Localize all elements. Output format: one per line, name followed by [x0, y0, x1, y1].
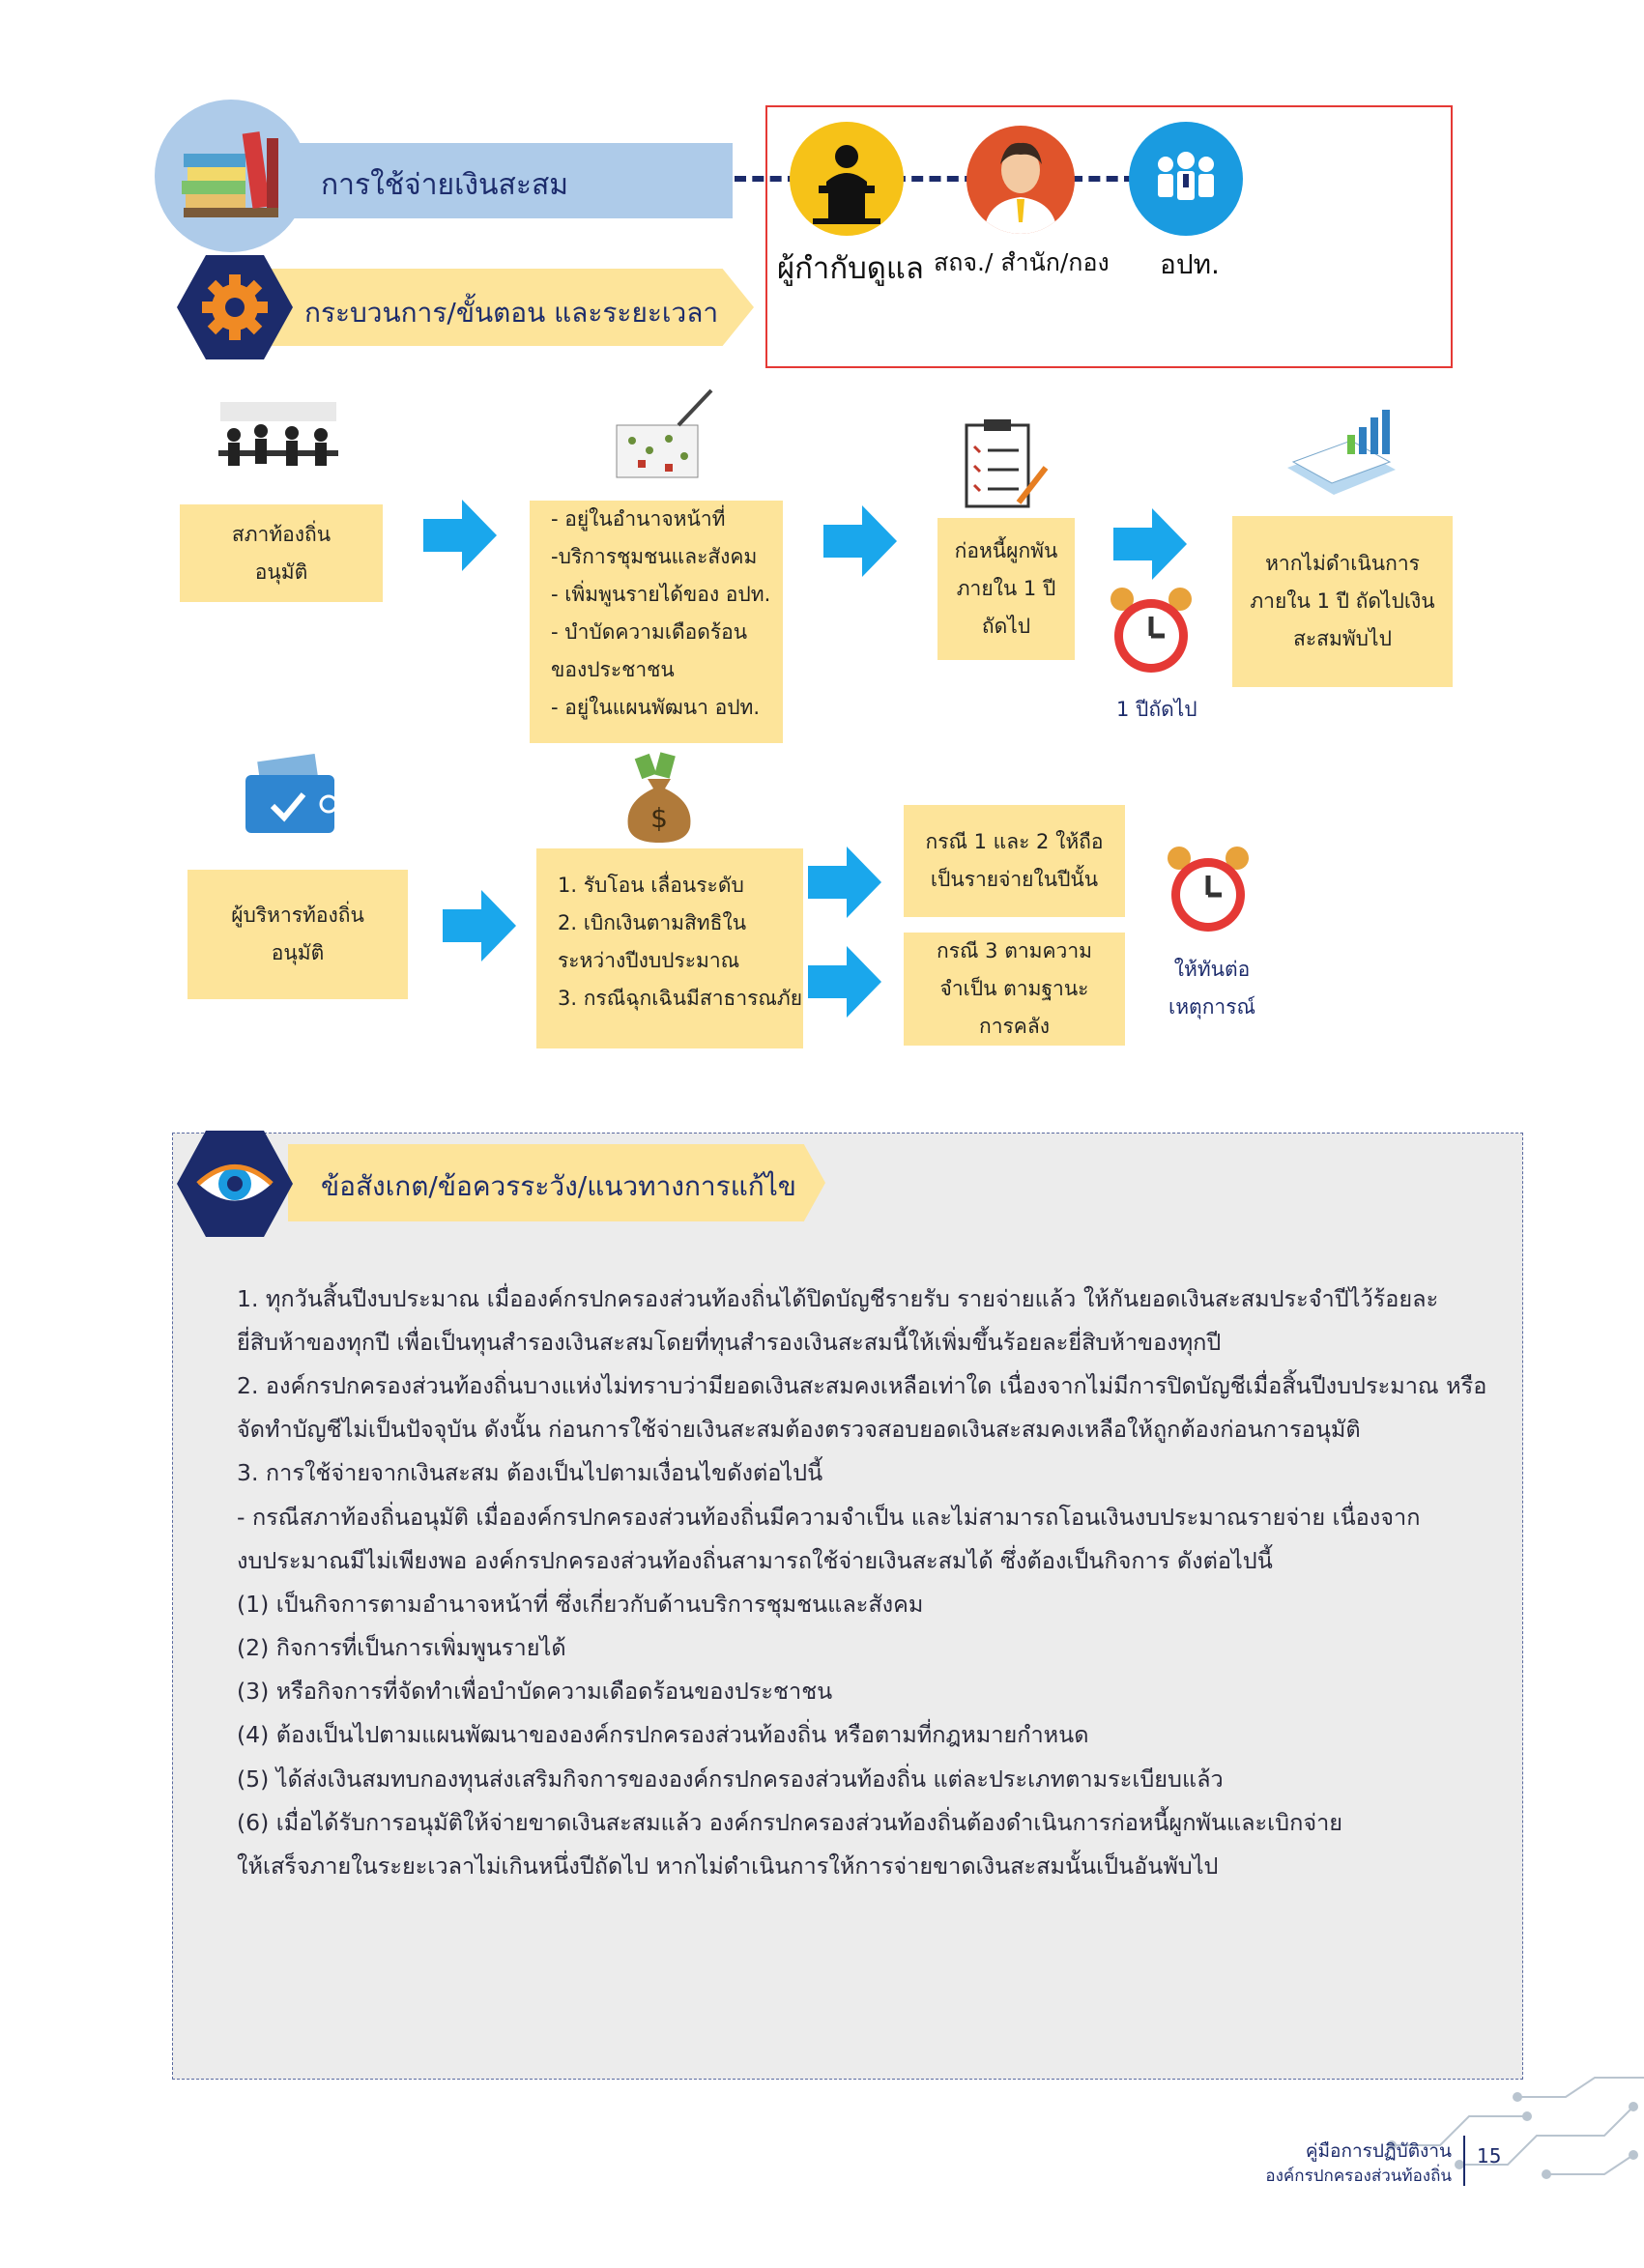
case-1-2-box: กรณี 1 และ 2 ให้ถือเป็นรายจ่ายในปีนั้น [904, 805, 1125, 917]
budget-cases-box: 1. รับโอน เลื่อนระดับ 2. เบิกเงินตามสิทธ… [536, 848, 803, 1048]
supervisor-label: ผู้กำกับดูแล [777, 244, 924, 292]
funds-lapse-box: หากไม่ดำเนินการภายใน 1 ปี ถัดไปเงินสะสมพ… [1232, 516, 1453, 687]
people-group-icon [1129, 122, 1243, 236]
note-line: งบประมาณมีไม่เพียงพอ องค์กรปกครองส่วนท้อ… [237, 1543, 1273, 1579]
footer-divider [1463, 2136, 1465, 2186]
note-line: 3. การใช้จ่ายจากเงินสะสม ต้องเป็นไปตามเง… [237, 1455, 822, 1491]
note-line: (5) ได้ส่งเงินสมทบกองทุนส่งเสริมกิจการขอ… [237, 1762, 1224, 1797]
commitment-deadline-box: ก่อหนี้ผูกพันภายใน 1 ปีถัดไป [937, 518, 1075, 660]
officer-avatar-icon [966, 126, 1075, 234]
council-approval-box: สภาท้องถิ่นอนุมัติ [180, 504, 383, 602]
activity-criteria-box: - อยู่ในอำนาจหน้าที่ -บริการชุมชนและสังค… [530, 501, 783, 743]
arrow-right-icon [808, 946, 881, 1018]
note-line: จัดทำบัญชีไม่เป็นปัจจุบัน ดังนั้น ก่อนกา… [237, 1412, 1361, 1448]
notes-title: ข้อสังเกต/ข้อควรระวัง/แนวทางการแก้ไข [321, 1165, 796, 1208]
wallet-card-icon [240, 754, 346, 843]
alarm-clock-icon [1162, 841, 1255, 941]
footer-manual-title: คู่มือการปฏิบัติงาน [1268, 2137, 1452, 2166]
planning-sketch-icon [611, 387, 717, 487]
note-line: 2. องค์กรปกครองส่วนท้องถิ่นบางแห่งไม่ทรา… [237, 1368, 1486, 1404]
one-year-label: 1 ปีถัดไป [1116, 694, 1197, 726]
svg-text:$: $ [650, 802, 668, 834]
note-line: (6) เมื่อได้รับการอนุมัติให้จ่ายขาดเงินส… [237, 1805, 1342, 1841]
arrow-right-icon [443, 890, 516, 962]
note-line: - กรณีสภาท้องถิ่นอนุมัติ เมื่อองค์กรปกคร… [237, 1500, 1420, 1536]
executive-approval-box: ผู้บริหารท้องถิ่นอนุมัติ [187, 870, 408, 999]
note-line: 1. ทุกวันสิ้นปีงบประมาณ เมื่อองค์กรปกครอ… [237, 1281, 1438, 1317]
case-3-box: กรณี 3 ตามความจำเป็น ตามฐานะการคลัง [904, 933, 1125, 1046]
note-line: (1) เป็นกิจการตามอำนาจหน้าที่ ซึ่งเกี่ยว… [237, 1587, 923, 1622]
alarm-clock-icon [1105, 582, 1197, 682]
eye-icon [177, 1131, 293, 1241]
note-line: (2) กิจการที่เป็นการเพิ่มพูนรายได้ [237, 1630, 566, 1666]
main-title: การใช้จ่ายเงินสะสม [321, 162, 568, 208]
local-org-label: อปท. [1160, 244, 1220, 286]
arrow-right-icon [1113, 508, 1187, 580]
checklist-icon [963, 417, 1050, 514]
footer-org-name: องค์กรปกครองส่วนท้องถิ่น [1220, 2163, 1452, 2189]
arrow-right-icon [808, 847, 881, 918]
meeting-icon [211, 396, 346, 497]
note-line: (4) ต้องเป็นไปตามแผนพัฒนาขององค์กรปกครอง… [237, 1717, 1088, 1753]
podium-speaker-icon [790, 122, 904, 236]
page-number: 15 [1477, 2144, 1501, 2168]
process-title: กระบวนการ/ขั้นตอน และระยะเวลา [304, 292, 718, 334]
arrow-right-icon [823, 505, 897, 577]
money-bag-icon: $ [619, 752, 700, 848]
provincial-office-label: สถจ./ สำนัก/กอง [934, 244, 1110, 282]
report-chart-icon [1282, 406, 1401, 506]
timely-label: ให้ทันต่อ เหตุการณ์ [1166, 951, 1258, 1026]
note-line: ให้เสร็จภายในระยะเวลาไม่เกินหนึ่งปีถัดไป… [237, 1849, 1218, 1884]
arrow-right-icon [423, 500, 497, 571]
note-line: (3) หรือกิจการที่จัดทำเพื่อบำบัดความเดือ… [237, 1674, 832, 1709]
books-icon [155, 100, 307, 252]
gear-icon [177, 255, 293, 363]
note-line: ยี่สิบห้าของทุกปี เพื่อเป็นทุนสำรองเงินส… [237, 1325, 1221, 1361]
